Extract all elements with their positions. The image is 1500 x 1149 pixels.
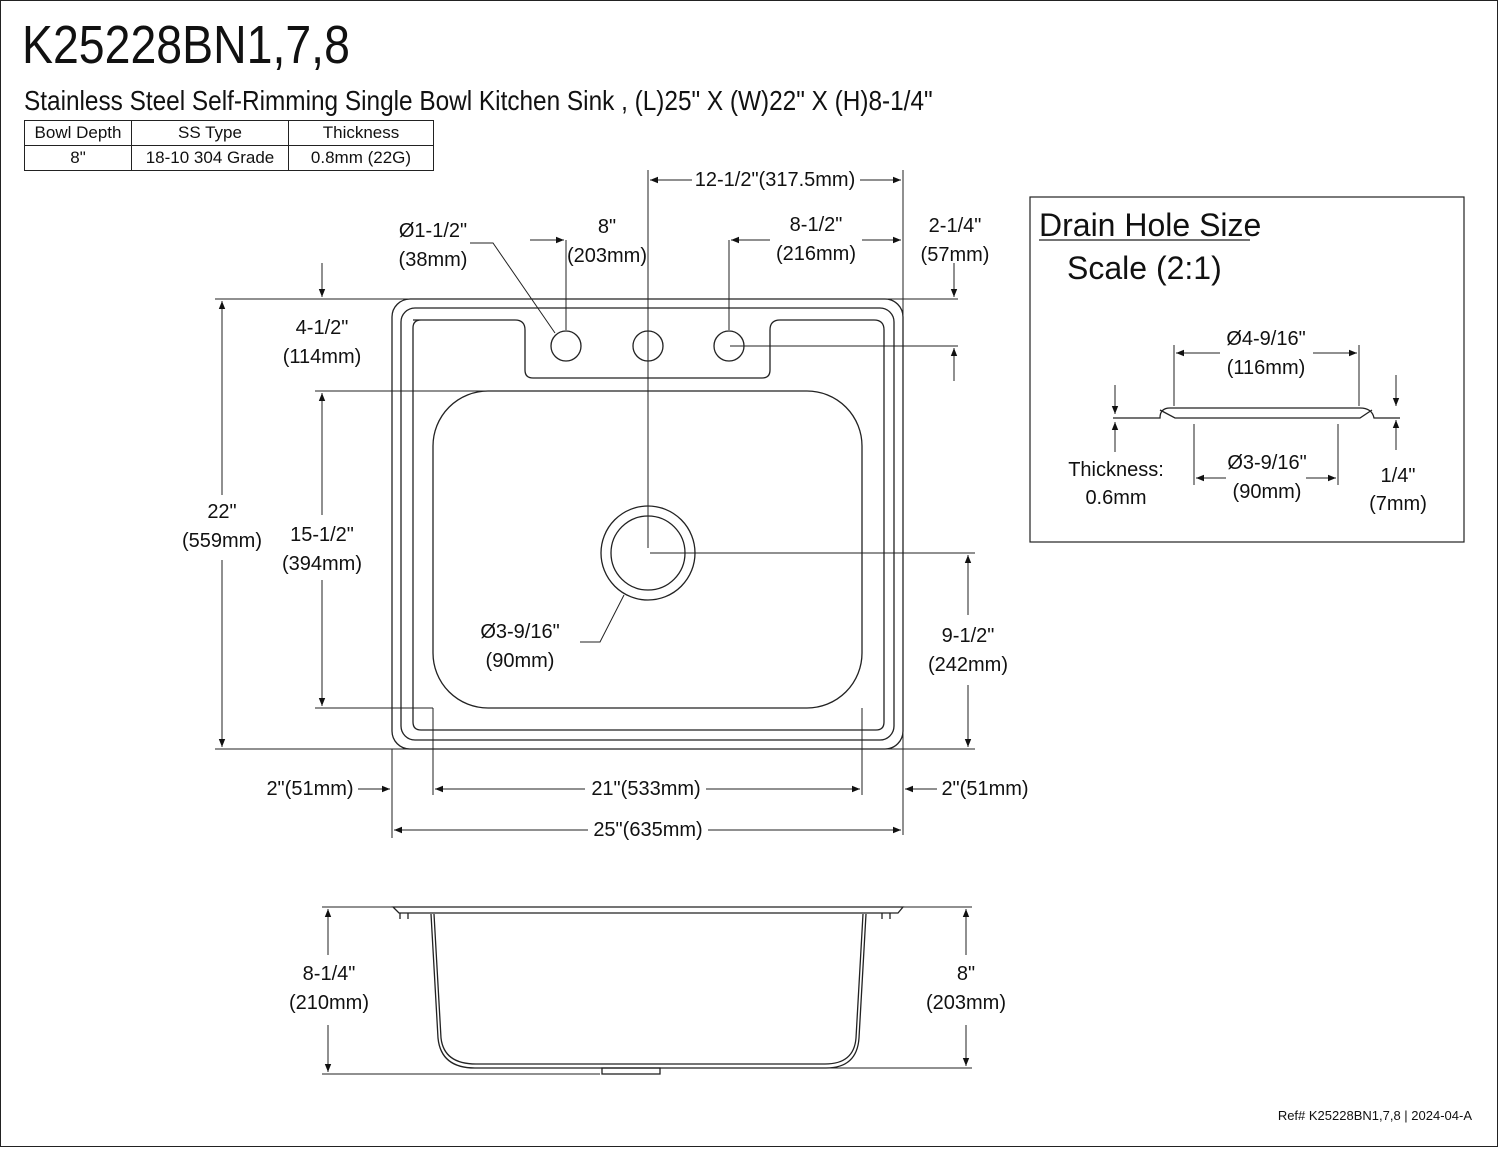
dim-overall-height: 8-1/4" xyxy=(303,963,356,985)
spec-value-ss-type: 18-10 304 Grade xyxy=(131,145,289,171)
dim-left-rim: 2"(51mm) xyxy=(266,778,353,800)
faucet-hole-left xyxy=(550,330,582,362)
dim-drain-offset-mm: (242mm) xyxy=(928,654,1008,676)
drain-height-mm: (7mm) xyxy=(1369,493,1427,515)
drain-inner-dia: Ø3-9/16" xyxy=(1227,452,1306,474)
spec-header-row: Bowl Depth SS Type Thickness xyxy=(24,120,434,146)
dim-hole-spacing-8-mm: (203mm) xyxy=(567,245,647,267)
side-bowl-outer xyxy=(430,913,867,1069)
dim-overall-height-mm: (210mm) xyxy=(289,992,369,1014)
dim-hole-spacing-8-5: 8-1/2" xyxy=(790,214,843,236)
dim-overall-width-mm: (559mm) xyxy=(182,530,262,552)
dim-drain-offset: 9-1/2" xyxy=(942,625,995,647)
dim-bowl-width: 15-1/2" xyxy=(290,524,354,546)
dim-overall-width: 22" xyxy=(207,501,236,523)
spec-table: Bowl Depth SS Type Thickness 8" 18-10 30… xyxy=(24,120,434,171)
dim-deck-depth-mm: (114mm) xyxy=(283,346,362,368)
drain-box-scale: Scale (2:1) xyxy=(1067,250,1222,286)
drain-height: 1/4" xyxy=(1381,465,1416,487)
model-number: K25228BN1,7,8 xyxy=(22,15,350,75)
dim-bowl-width-mm: (394mm) xyxy=(282,553,362,575)
side-drain xyxy=(601,1067,661,1075)
drain-outer-dia-mm: (116mm) xyxy=(1227,357,1306,379)
spec-value-bowl-depth: 8" xyxy=(24,145,132,171)
dim-bowl-length: 21"(533mm) xyxy=(591,778,700,800)
dim-bowl-depth-mm: (203mm) xyxy=(926,992,1006,1014)
drain-flange-top xyxy=(1113,407,1400,419)
drain-thickness-value: 0.6mm xyxy=(1085,487,1146,509)
drain-detail-box xyxy=(1029,196,1465,543)
dim-hole-spacing-8: 8" xyxy=(598,216,616,238)
drain-flange-bottom xyxy=(1159,409,1373,419)
drain-thickness-label: Thickness: xyxy=(1068,459,1164,481)
drain-inner-dia-mm: (90mm) xyxy=(1233,481,1302,503)
spec-value-thickness: 0.8mm (22G) xyxy=(288,145,434,171)
dim-deck-depth: 4-1/2" xyxy=(296,317,349,339)
side-rim xyxy=(391,906,905,914)
dim-drain-dia-mm: (90mm) xyxy=(486,650,555,672)
deck-outline xyxy=(412,319,885,731)
dim-bowl-depth: 8" xyxy=(957,963,975,985)
dim-faucet-hole-dia: Ø1-1/2" xyxy=(399,220,467,242)
dim-drain-dia: Ø3-9/16" xyxy=(480,621,559,643)
dim-overall-length: 25"(635mm) xyxy=(593,819,702,841)
reference-note: Ref# K25228BN1,7,8 | 2024-04-A xyxy=(1277,1108,1472,1123)
product-description: Stainless Steel Self-Rimming Single Bowl… xyxy=(24,85,933,116)
spec-header-bowl-depth: Bowl Depth xyxy=(24,120,132,146)
dim-right-rim: 2"(51mm) xyxy=(941,778,1028,800)
dim-hole-edge: 2-1/4" xyxy=(929,215,982,237)
dim-hole-edge-mm: (57mm) xyxy=(921,244,990,266)
dim-center-width: 12-1/2"(317.5mm) xyxy=(695,169,856,191)
drain-box-title: Drain Hole Size xyxy=(1039,207,1261,243)
spec-value-row: 8" 18-10 304 Grade 0.8mm (22G) xyxy=(24,145,434,171)
drain-outer-dia: Ø4-9/16" xyxy=(1226,328,1305,350)
side-bowl-inner xyxy=(433,913,864,1065)
dim-faucet-hole-dia-mm: (38mm) xyxy=(399,249,468,271)
dim-hole-spacing-8-5-mm: (216mm) xyxy=(776,243,856,265)
